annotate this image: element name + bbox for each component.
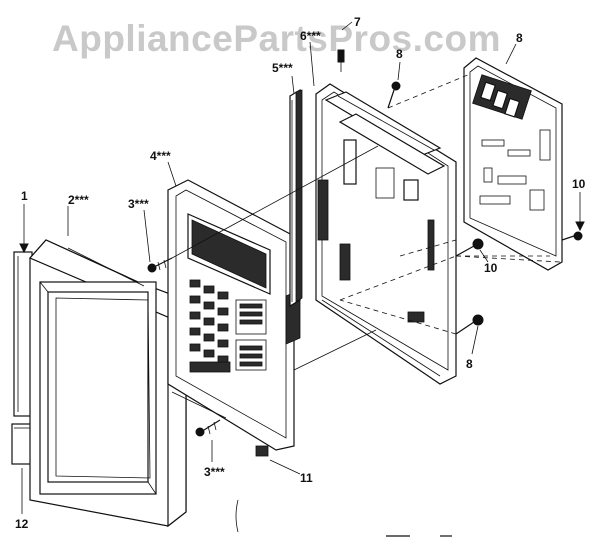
- svg-text:3***: 3***: [128, 197, 149, 211]
- callout-10-right: 10: [572, 177, 586, 232]
- svg-text:10: 10: [572, 177, 586, 191]
- callout-4: 4***: [150, 149, 177, 187]
- callout-3-lower: 3***: [204, 440, 225, 479]
- svg-text:8: 8: [396, 47, 403, 61]
- assembly-guide-lines: [171, 73, 561, 419]
- screw-3-lower: [195, 419, 221, 437]
- keypad-buttons: [189, 279, 267, 373]
- svg-text:8: 8: [466, 357, 473, 371]
- svg-text:4***: 4***: [150, 149, 171, 163]
- screw-8-top: [387, 81, 401, 109]
- mounting-chassis: [315, 83, 457, 385]
- callout-6: 6***: [300, 29, 321, 87]
- latch-bar: [289, 88, 303, 308]
- svg-text:10: 10: [484, 261, 498, 275]
- scan-marks: [235, 499, 452, 537]
- callout-11: 11: [300, 471, 313, 485]
- screw-8-lower: [455, 314, 484, 335]
- svg-text:8: 8: [516, 31, 523, 45]
- callout-5: 5***: [272, 61, 295, 95]
- small-pad-12: [11, 423, 33, 465]
- svg-text:1: 1: [21, 189, 28, 203]
- callout-3-upper: 3***: [128, 197, 151, 263]
- screw-10-middle: [455, 238, 484, 257]
- door-seal-strip: [13, 251, 33, 417]
- control-panel: [167, 179, 301, 451]
- svg-text:6***: 6***: [300, 29, 321, 43]
- control-circuit-board: [463, 57, 563, 271]
- callout-2: 2***: [67, 193, 89, 236]
- callout-8-top: 8: [396, 47, 403, 81]
- watermark-text: AppliancePartsPros.com: [52, 18, 501, 59]
- svg-text:3***: 3***: [204, 465, 225, 479]
- outer-door-frame: [28, 239, 188, 528]
- screw-10-right: [561, 231, 583, 241]
- callout-12: 12: [15, 517, 29, 531]
- clip-7: 7: [337, 15, 361, 72]
- callout-10-middle: 10: [479, 249, 498, 275]
- svg-text:5***: 5***: [272, 61, 293, 75]
- callout-1: 1: [19, 189, 29, 254]
- small-block-11: 11: [255, 445, 313, 485]
- callout-8-board: 8: [505, 31, 523, 65]
- svg-text:2***: 2***: [68, 193, 89, 207]
- callout-7: 7: [354, 15, 361, 29]
- callout-8-lower: 8: [466, 325, 479, 371]
- screw-3-upper: [147, 257, 173, 273]
